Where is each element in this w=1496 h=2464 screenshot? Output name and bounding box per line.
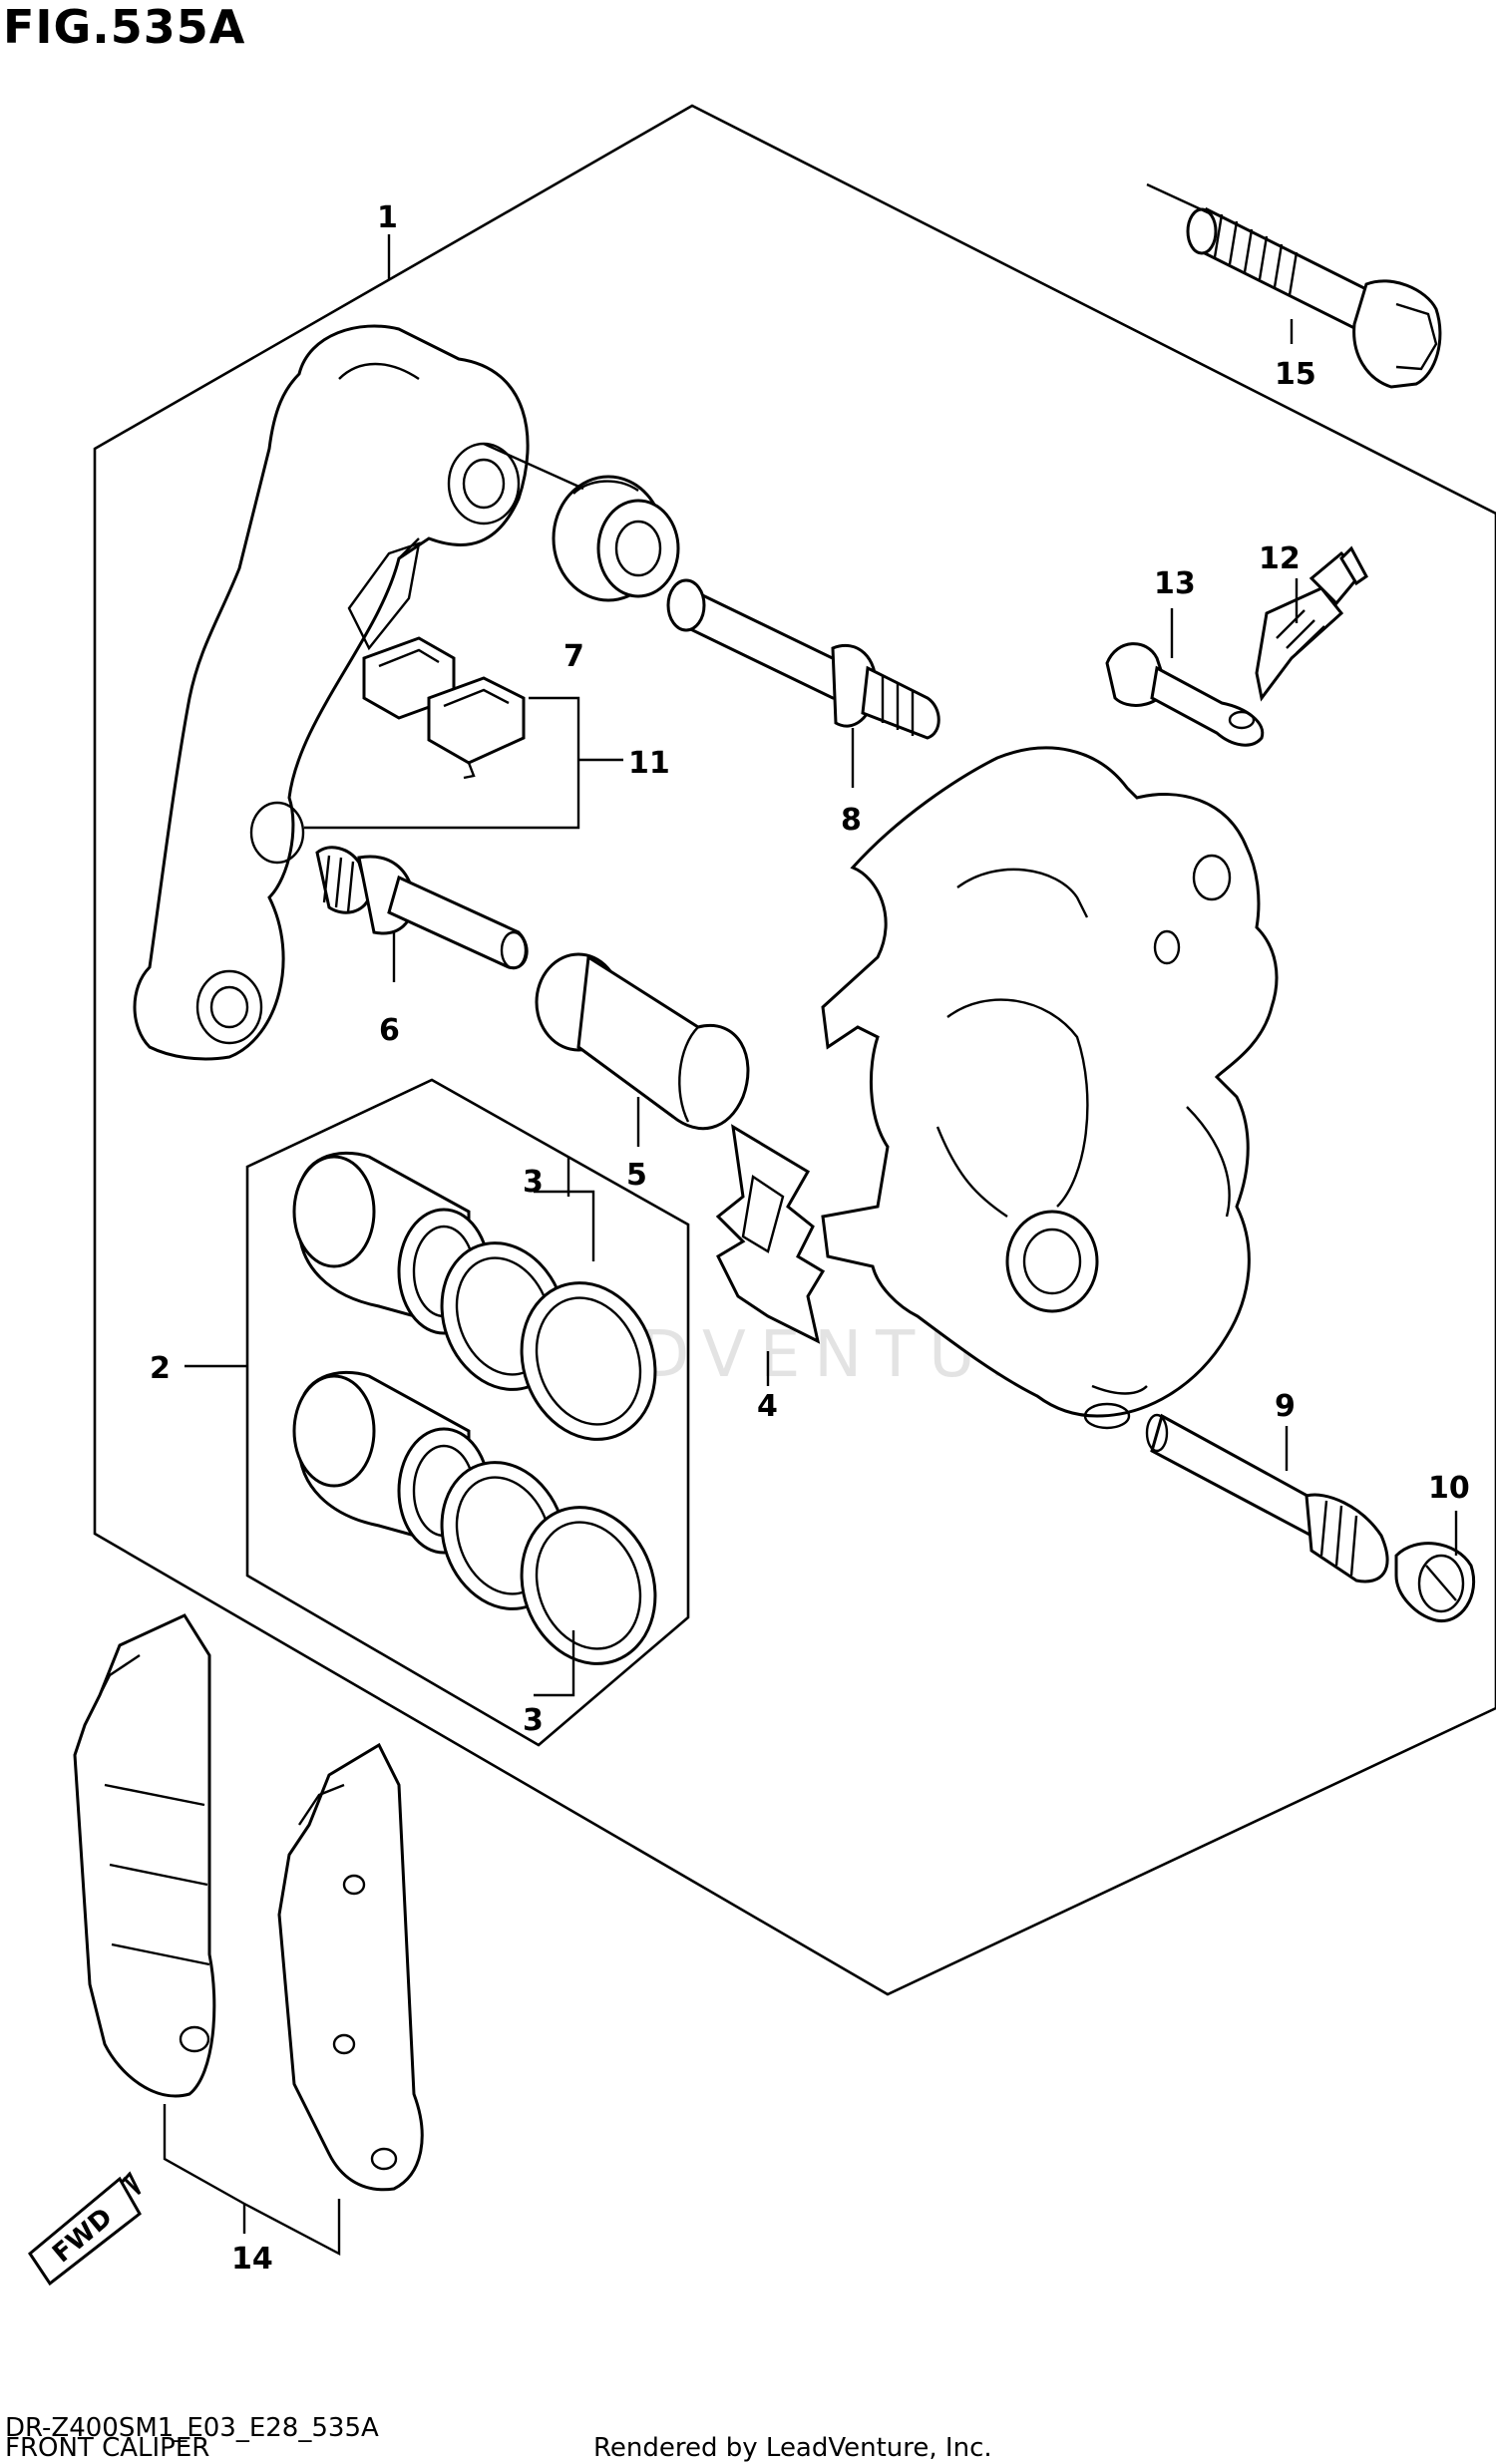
callout-1: 1 [377,200,398,235]
callout-11: 11 [628,746,670,781]
callout-4: 4 [757,1389,778,1424]
callout-8: 8 [841,803,862,838]
pad-spring-clips [362,636,526,780]
callout-2: 2 [150,1351,171,1386]
figure-title: FIG.535A [3,0,246,54]
brake-pad-outer [73,1613,216,2098]
slide-pin-upper [666,578,940,740]
assembly-frame [93,104,1496,1996]
forward-direction-arrow-icon: FWD [28,2171,142,2287]
model-code: DR-Z400SM1_E03_E28_535A [5,2413,379,2443]
slide-pin-boot [552,475,680,602]
caliper-body [821,746,1279,1430]
callout-10: 10 [1428,1471,1470,1506]
piston-seals-lower [440,1461,657,1665]
callout-12: 12 [1259,541,1301,576]
callout-6: 6 [379,1013,400,1048]
callout-3-upper: 3 [523,1165,544,1200]
brake-pad-inner [277,1742,424,2192]
callout-3-lower: 3 [523,1703,544,1738]
rendered-by-credit: Rendered by LeadVenture, Inc. [593,2433,992,2463]
caliper-bracket [133,324,530,1061]
caliper-sleeve [535,952,750,1131]
callout-15: 15 [1275,357,1316,392]
slide-pin-lower [315,846,529,970]
callout-13: 13 [1154,566,1196,601]
mounting-bolt [1186,206,1442,389]
callout-7: 7 [563,639,584,674]
pad-pin [1145,1413,1389,1584]
piston-group-frame [245,1078,690,1747]
leader-lines [163,182,1458,2256]
pin-plug [1394,1542,1476,1622]
callout-9: 9 [1275,1389,1296,1424]
page-caption: FRONT CALIPER [5,2433,210,2463]
bleeder-cap [1105,642,1265,747]
callout-5: 5 [626,1158,647,1193]
callout-14: 14 [231,2242,273,2277]
pad-retainer-spring [715,1124,826,1344]
bleeder-valve [1255,545,1368,702]
piston-seals-upper [440,1241,657,1441]
callout-labels: 1 2 3 3 4 5 6 7 8 9 10 11 12 13 14 15 [150,200,1470,2277]
